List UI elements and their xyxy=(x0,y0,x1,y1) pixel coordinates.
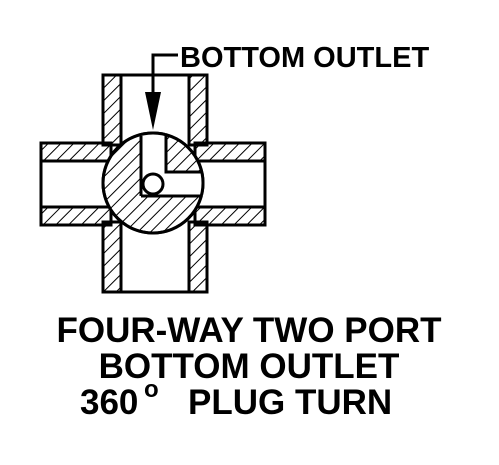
caption-line-3: 360 o PLUG TURN xyxy=(80,376,392,422)
left-port-bottom-wall xyxy=(39,205,113,227)
bottom-port-right-wall xyxy=(187,220,209,294)
top-port-left-wall xyxy=(101,73,123,147)
left-port-top-wall xyxy=(39,141,113,163)
top-port-right-wall xyxy=(187,73,209,147)
callout-label: BOTTOM OUTLET xyxy=(180,42,429,74)
callout-leader xyxy=(145,53,178,130)
caption-degree-symbol: o xyxy=(144,376,159,403)
caption-angle-value: 360 xyxy=(80,383,138,422)
caption-plug-turn: PLUG TURN xyxy=(188,383,392,422)
arrow-down-icon xyxy=(145,92,161,130)
right-port-bottom-wall xyxy=(193,205,267,227)
right-port-top-wall xyxy=(193,141,267,163)
bottom-port-left-wall xyxy=(101,220,123,294)
caption-line-2: BOTTOM OUTLET xyxy=(99,347,400,386)
bottom-outlet-hole xyxy=(141,172,165,196)
caption-line-1: FOUR-WAY TWO PORT xyxy=(57,311,442,350)
valve-body xyxy=(39,73,267,294)
plug xyxy=(101,131,205,235)
